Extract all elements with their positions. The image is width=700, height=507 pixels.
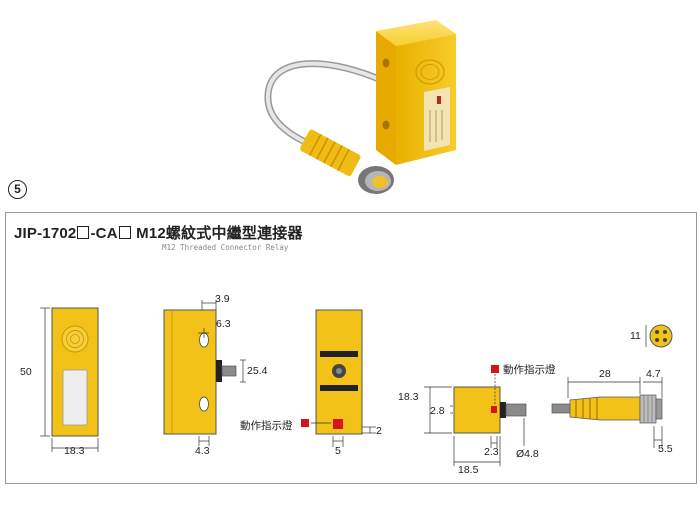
front-height-dim: 50 xyxy=(20,366,32,378)
connector-length-dim: 28 xyxy=(599,368,611,380)
indicator-width-dim: 5 xyxy=(335,445,341,457)
product-subtitle: M12 Threaded Connector Relay xyxy=(162,243,289,252)
small-relay-center-dim: 2.3 xyxy=(484,446,499,458)
small-relay-inner-dim: 2.8 xyxy=(430,405,445,417)
title-placeholder-box xyxy=(77,226,90,239)
side-hole-dim: 6.3 xyxy=(216,318,231,330)
small-relay-diameter-dim: Ø4.8 xyxy=(516,448,539,460)
title-suffix: -CA xyxy=(90,225,118,242)
small-relay-height-dim: 18.3 xyxy=(398,391,419,403)
title-name: M12螺紋式中繼型連接器 xyxy=(131,225,303,242)
product-photo xyxy=(264,20,456,194)
connector-thread-dim: 5.5 xyxy=(658,443,673,455)
indicator-label: 動作指示燈 xyxy=(240,420,293,432)
side-top-dim: 3.9 xyxy=(215,293,230,305)
side-cable-dim: 25.4 xyxy=(247,365,268,377)
product-title: JIP-1702 -CA M12螺紋式中繼型連接器 xyxy=(14,222,303,243)
indicator-offset-dim: 2 xyxy=(376,425,382,437)
connector-nut-dim: 4.7 xyxy=(646,368,661,380)
side-bottom-dim: 4.3 xyxy=(195,445,210,457)
small-relay-indicator-label: 動作指示燈 xyxy=(503,364,556,376)
front-width-dim: 18.3 xyxy=(64,445,85,457)
section-number-badge: 5 xyxy=(8,180,27,199)
connector-face-dim: 11 xyxy=(630,330,641,342)
small-relay-width-dim: 18.5 xyxy=(458,464,479,476)
title-model: JIP-1702 xyxy=(14,225,77,242)
title-placeholder-box xyxy=(118,226,131,239)
